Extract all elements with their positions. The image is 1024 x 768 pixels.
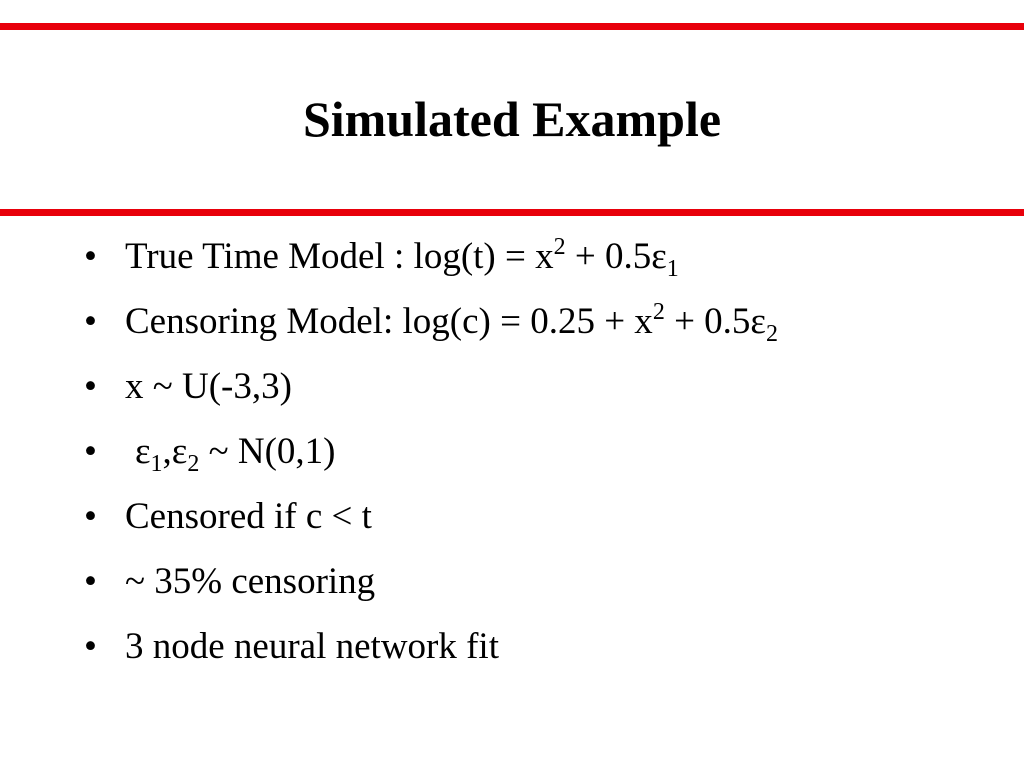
title-divider-rule bbox=[0, 209, 1024, 216]
bullet-text: 3 node neural network fit bbox=[125, 626, 499, 667]
superscript: 2 bbox=[652, 299, 665, 325]
bullet-dot: • bbox=[84, 626, 97, 667]
bullet-text: ~ 35% censoring bbox=[125, 561, 376, 602]
formula-part: True Time Model : log(t) = x bbox=[125, 236, 554, 277]
bullet-text: Censored if c < t bbox=[125, 496, 372, 537]
slide-title: Simulated Example bbox=[302, 91, 722, 147]
bullet-text: True Time Model : log(t) = x2 + 0.5ε1 bbox=[125, 232, 679, 282]
subscript: 2 bbox=[765, 321, 778, 347]
subscript: 2 bbox=[187, 451, 200, 477]
formula-part: + 0.5ε bbox=[664, 301, 766, 342]
bullet-text: Censoring Model: log(c) = 0.25 + x2 + 0.… bbox=[125, 297, 778, 347]
formula-part: + 0.5ε bbox=[565, 236, 667, 277]
formula-part: ε bbox=[135, 431, 151, 472]
bullet-dot: • bbox=[84, 431, 97, 472]
bullet-text: x ~ U(-3,3) bbox=[125, 366, 292, 407]
bullet-dot: • bbox=[84, 496, 97, 537]
formula-part: ~ N(0,1) bbox=[199, 431, 336, 472]
bullet-dot: • bbox=[84, 236, 97, 277]
formula-part: Censoring Model: log(c) = 0.25 + x bbox=[125, 301, 653, 342]
bullet-text: ε1,ε2 ~ N(0,1) bbox=[135, 427, 335, 477]
subscript: 1 bbox=[150, 451, 163, 477]
bullet-dot: • bbox=[84, 301, 97, 342]
bullet-dot: • bbox=[84, 561, 97, 602]
top-rule bbox=[0, 23, 1024, 30]
superscript: 2 bbox=[553, 234, 566, 260]
bullet-dot: • bbox=[84, 366, 97, 407]
subscript: 1 bbox=[666, 256, 679, 282]
formula-part: ,ε bbox=[162, 431, 188, 472]
